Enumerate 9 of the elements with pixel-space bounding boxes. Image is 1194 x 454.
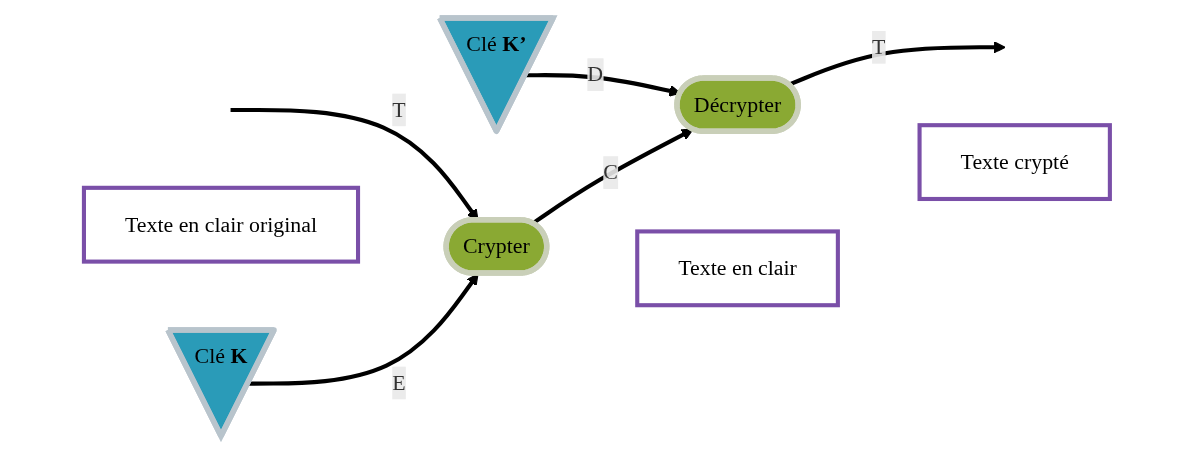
edge-label: T — [392, 97, 406, 121]
edge-label: E — [392, 370, 406, 394]
node-box: Texte crypté — [917, 123, 1112, 202]
edge-label: T — [872, 35, 886, 59]
edge-label: D — [587, 62, 604, 86]
arrow — [788, 41, 1006, 87]
node-box: Texte en clair — [635, 229, 840, 308]
edge-label: C — [603, 160, 618, 184]
node-box: Texte en clair original — [82, 185, 361, 264]
